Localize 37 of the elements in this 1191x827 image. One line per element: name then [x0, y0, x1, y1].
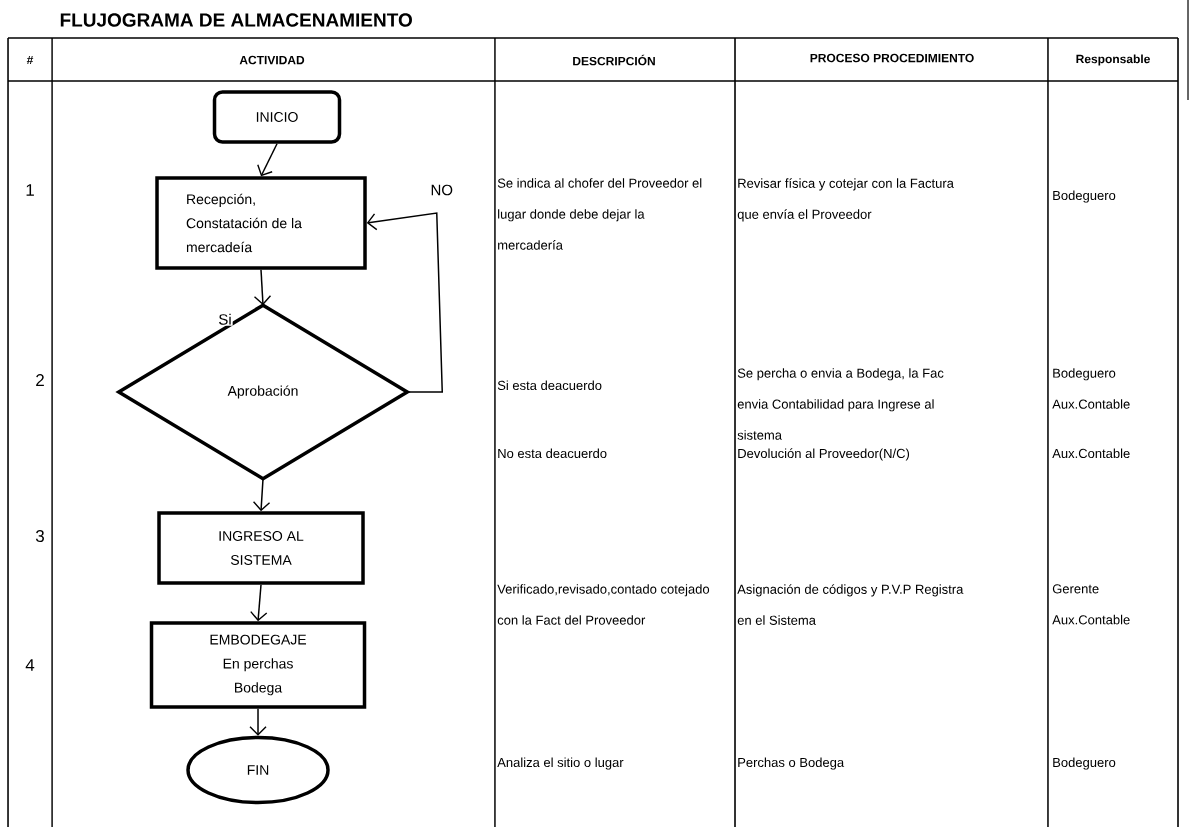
arrow	[257, 143, 278, 177]
table-cell: Analiza el sitio o lugar	[497, 757, 624, 770]
process-box: EMBODEGAJE En perchas Bodega	[149, 621, 367, 709]
terminal-box: INICIO	[212, 90, 342, 144]
row-number: 4	[25, 659, 35, 671]
row-number: 2	[36, 374, 44, 386]
table-cell: Perchas o Bodega	[738, 757, 845, 770]
table-cell: No esta deacuerdo	[498, 448, 607, 458]
table-cell: Bodeguero	[1053, 757, 1116, 770]
arrow	[249, 708, 267, 736]
column-header: #	[26, 55, 34, 65]
table-cell: Si esta deacuerdo	[497, 380, 602, 390]
arrow	[250, 584, 268, 622]
column-header: DESCRIPCIÓN	[573, 54, 655, 66]
table-cell: Verificado,revisado,contado cotejado con la Fact del Proveedor	[497, 584, 710, 625]
table-cell: Bodeguero	[1053, 190, 1116, 203]
edge-label: Si	[217, 312, 233, 326]
process-box: Recepción, Constatación de la mercadeía	[155, 176, 367, 270]
table-cell: Aux.Contable	[1052, 448, 1130, 458]
table-cell: Se percha o envia a Bodega, la Fac envia Contabilidad para Ingrese al sistema	[737, 368, 944, 440]
column-header: PROCESO PROCEDIMIENTO	[810, 53, 974, 63]
table-cell: Gerente Aux.Contable	[1052, 584, 1130, 625]
row-number: 3	[35, 530, 44, 542]
column-header: Responsable	[1076, 54, 1150, 66]
arrow	[252, 478, 271, 512]
row-number: 1	[26, 184, 34, 196]
table-cell: Revisar física y cotejar con la Factura que envía el Proveedor	[737, 178, 954, 222]
arrow	[253, 269, 272, 306]
table-cell: Devolución al Proveedor(N/C)	[738, 448, 910, 461]
title: FLUJOGRAMA DE ALMACENAMIENTO	[60, 13, 412, 27]
column-header: ACTIVIDAD	[239, 55, 305, 65]
table-cell: Asignación de códigos y P.V.P Registra en el Sistema	[737, 584, 964, 625]
edge-label: NO	[429, 183, 454, 197]
process-box: INGRESO AL SISTEMA	[157, 511, 365, 585]
table-cell: Se indica al chofer del Proveedor el lugar donde debe dejar la mercadería	[497, 178, 702, 250]
arrow	[366, 212, 444, 393]
table-cell: Bodeguero Aux.Contable	[1052, 368, 1130, 409]
